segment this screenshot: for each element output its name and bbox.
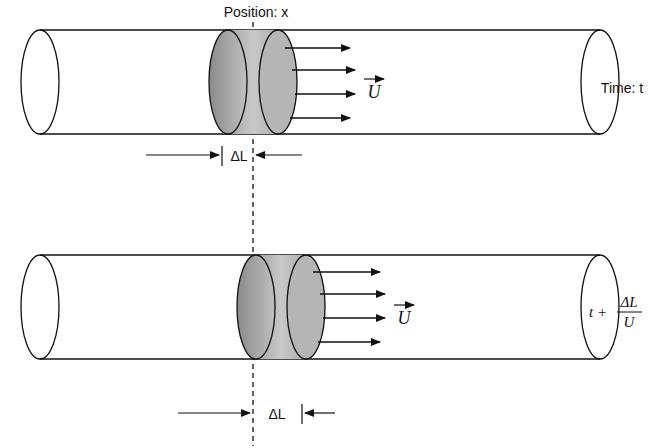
dimension-bottom <box>178 404 335 424</box>
velocity-symbol: U <box>368 83 381 101</box>
dimension-label: ΔL <box>267 407 286 421</box>
dimension-top <box>146 146 302 166</box>
dimension-label: ΔL <box>229 149 248 163</box>
time-label: t + <box>589 305 607 320</box>
velocity-arrows-bottom <box>313 272 385 342</box>
fraction-numerator: ΔL <box>620 295 637 310</box>
velocity-arrows-top <box>285 48 355 118</box>
position-label: Position: x <box>224 5 289 19</box>
fraction-denominator: U <box>624 315 635 330</box>
velocity-symbol: U <box>398 309 411 327</box>
pipe-bottom <box>21 255 619 359</box>
pipe-top <box>21 30 619 134</box>
vector-mark <box>394 304 414 305</box>
vector-mark <box>364 78 384 79</box>
time-label: Time: t <box>601 81 643 95</box>
fraction-bar <box>617 312 642 313</box>
